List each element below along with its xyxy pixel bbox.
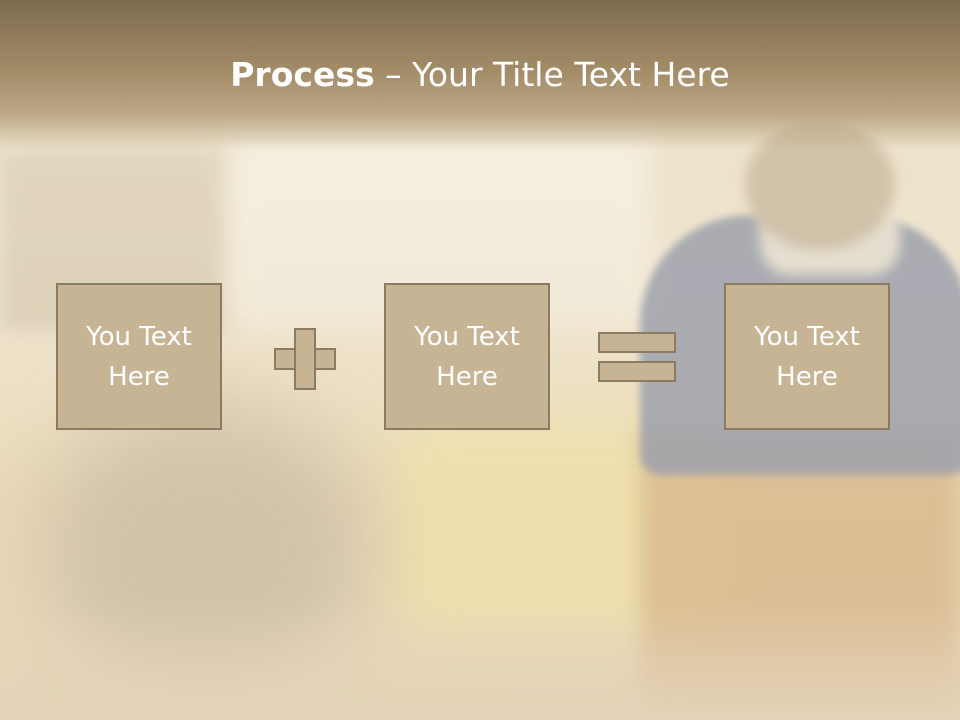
plus-icon [274, 328, 336, 390]
title-bold-part: Process [230, 55, 375, 94]
process-box-3-text: You Text Here [754, 321, 860, 392]
equals-icon-bottom-bar [598, 361, 676, 382]
process-box-2-text: You Text Here [414, 321, 520, 392]
process-box-3[interactable]: You Text Here [724, 283, 890, 430]
process-box-2[interactable]: You Text Here [384, 283, 550, 430]
process-box-1[interactable]: You Text Here [56, 283, 222, 430]
slide-title: Process – Your Title Text Here [0, 52, 960, 98]
equals-icon-top-bar [598, 332, 676, 353]
title-band [0, 0, 960, 150]
process-box-1-text: You Text Here [86, 321, 192, 392]
background-floor [0, 600, 960, 720]
title-rest-part: – Your Title Text Here [374, 55, 730, 94]
